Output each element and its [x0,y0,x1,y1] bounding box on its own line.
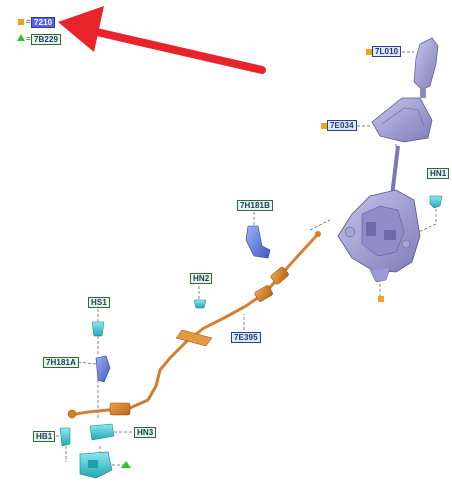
legend-triangle-code: 7B229 [31,34,62,45]
clip-hn3 [89,423,115,441]
clip-hb1 [59,427,71,447]
bracket-7h181b [245,225,271,259]
square-marker [366,49,372,55]
label-7h181a: 7H181A [43,357,79,368]
clip-hn1 [429,195,443,209]
legend-equals-2: = [26,34,31,43]
label-7e034: 7E034 [327,120,357,131]
bracket-7h181a [95,355,111,383]
clip-hs1 [91,321,105,337]
red-arrow-icon [58,6,266,74]
shifter-housing [337,189,421,283]
label-hn3: HN3 [134,427,157,438]
shift-cable [67,231,321,419]
label-hs1: HS1 [88,297,110,308]
square-marker [378,296,384,302]
legend-equals-1: = [26,17,31,26]
label-7e395: 7E395 [231,332,261,343]
transmission-bracket [79,451,113,479]
square-marker [321,123,327,129]
shift-boot [371,97,433,143]
label-7h181b: 7H181B [237,200,273,211]
clip-hn2 [193,299,207,309]
label-hn2: HN2 [190,273,213,284]
legend-square-icon [18,19,24,25]
legend-triangle-icon [17,34,25,41]
triangle-marker [121,461,131,468]
label-7l010: 7L010 [372,46,402,57]
shift-knob [413,37,439,98]
label-hb1: HB1 [33,431,56,442]
label-hn1: HN1 [427,168,450,179]
legend-square-code: 7210 [31,17,56,28]
